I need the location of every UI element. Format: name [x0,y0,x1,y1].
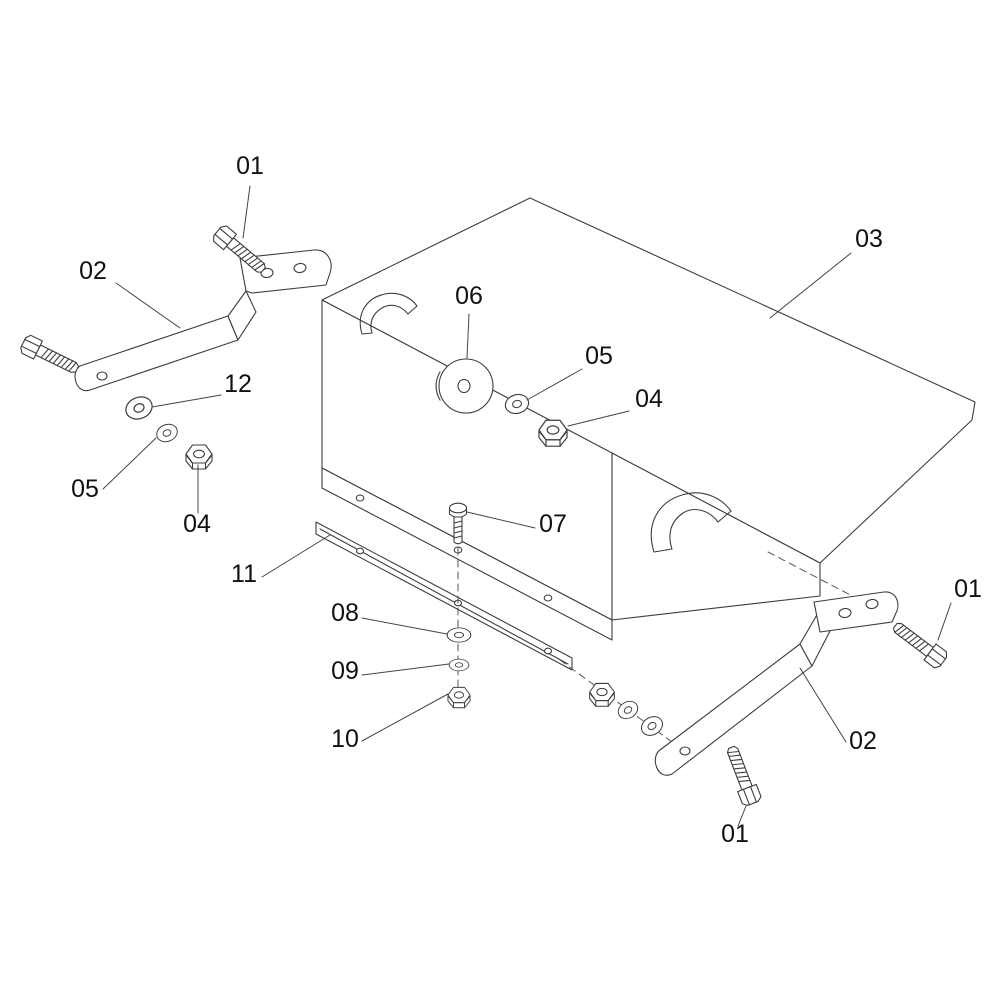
callout-08: 08 [331,599,359,627]
callout-05-left: 05 [71,475,99,503]
hex-nut-right [589,682,615,707]
bracket-right-plate-hole-2 [865,598,879,610]
flange-hole-1 [355,494,365,502]
bracket-right-bar [654,643,813,776]
flat-washer-12 [121,392,157,424]
rail-hole-3 [543,647,553,655]
hook-cutout-left [359,292,418,335]
callout-09: 09 [331,657,359,685]
bolt07-threads [453,520,463,539]
leader-lines [102,185,952,827]
callout-07: 07 [539,510,567,538]
bracket-right-plate-hole-1 [838,607,852,619]
leader-03 [769,252,852,319]
callout-03: 03 [855,225,883,253]
callout-10: 10 [331,725,359,753]
cover-plate-03 [321,197,976,641]
bracket-right-end-hole [679,746,691,756]
callout-02-right: 02 [849,727,877,755]
leader-05-center [526,368,583,401]
hex-nut-10 [447,686,471,709]
callout-11: 11 [231,560,257,588]
bracket-right-plate [813,591,899,633]
carriage-bolt-07 [448,502,468,545]
callout-04-left: 04 [183,510,211,538]
leader-11 [261,534,331,578]
leader-01-right [937,602,952,641]
callout-labels: 01 02 03 06 05 04 12 05 04 07 11 08 09 1… [71,152,982,848]
cover-right-face [611,452,821,621]
hex-nut-04-center [538,419,568,447]
hex-bolt-01-top-left [210,223,271,279]
callout-01-top-left: 01 [236,152,264,180]
bracket-02-right [654,591,899,776]
bracket-left-plate [239,249,332,294]
bracket-left-end-hole [96,371,108,381]
callout-02-left: 02 [79,257,107,285]
rail-hole-1 [355,547,365,555]
cover-bracket-alignment-line [767,551,861,601]
flat-washer-05-left [153,420,181,446]
flat-washer-right-outer [637,712,667,740]
callout-04-center: 04 [635,385,663,413]
flat-washer-right-inner [614,697,642,723]
hex-bolt-far-left [18,333,83,379]
hex-bolt-01-right [888,617,950,671]
hex-nut-04-left [185,444,213,470]
flange-hole-3 [543,594,553,602]
leader-12 [151,394,222,408]
cover-bottom-flange [321,467,613,641]
leader-07 [466,511,536,529]
leader-10 [361,693,449,742]
leader-09 [361,663,450,676]
leader-04-center [567,410,630,427]
hook-cutout-right [650,492,732,553]
washer06-hole [457,378,471,394]
bracket-left-plate-hole-2 [293,262,307,274]
lock-washer-09 [448,658,470,672]
leader-06 [466,313,470,359]
bracket-left-bend [227,290,257,341]
washer06-rim [435,371,441,401]
flat-washer-08 [446,627,472,643]
artwork-layer [18,185,976,827]
mounting-rail-11 [315,521,573,671]
leader-02-right [799,667,847,743]
leader-02-left [115,282,181,329]
large-flat-washer-06 [435,358,494,414]
callout-01-bottom-right: 01 [721,820,749,848]
bracket-02-left [74,249,332,392]
bracket-left-plate-hole-1 [260,267,274,279]
callout-01-right: 01 [954,575,982,603]
callout-05-center: 05 [585,342,613,370]
hex-bolt-01-bottom-right [721,743,763,808]
leader-05-left [102,437,157,490]
leader-01-bottom-right [737,805,747,827]
callout-12: 12 [224,370,252,398]
leader-08 [361,617,448,635]
bolt07-head-top [448,502,468,514]
callout-06: 06 [455,282,483,310]
leader-01-top-left [242,185,251,239]
